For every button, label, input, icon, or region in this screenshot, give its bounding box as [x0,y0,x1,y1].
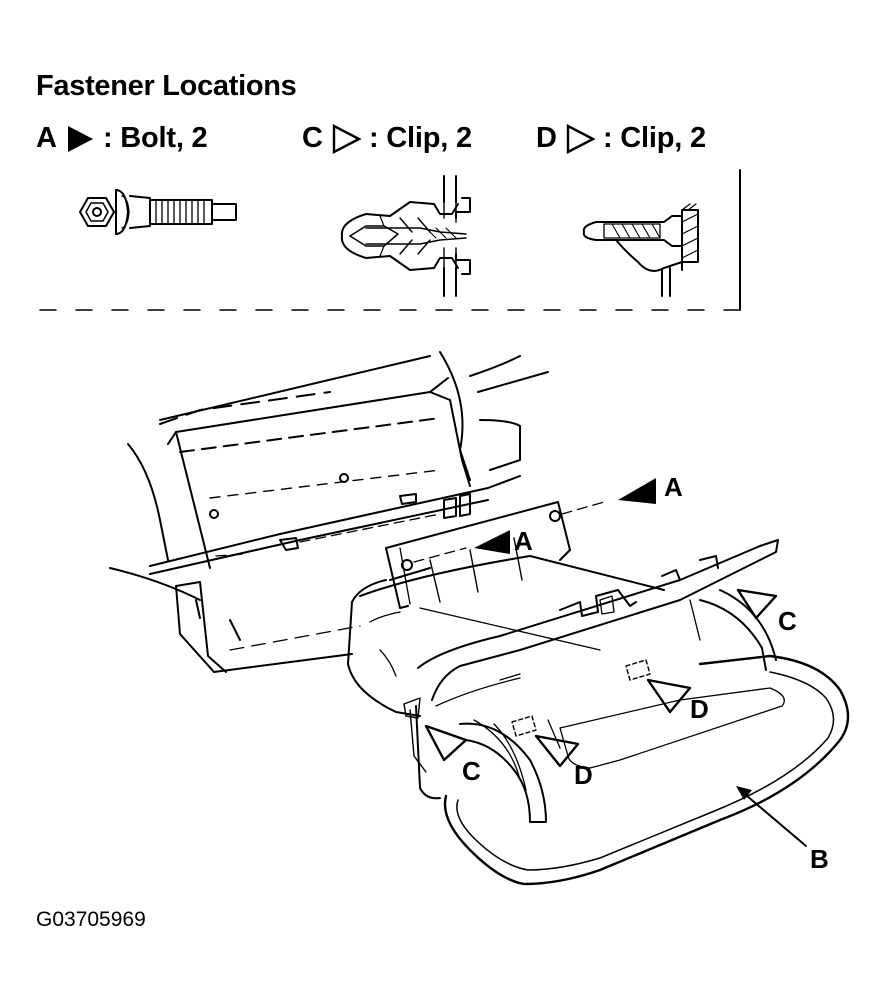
legend-text: : Clip, 2 [602,122,706,154]
outline-triangle-icon [566,123,595,154]
callout-c-right: C [778,606,797,636]
legend-item-clip-d: D : Clip, 2 [536,122,706,155]
bolt-a-lower-marker [474,530,510,554]
clip-c-left-marker [424,724,468,762]
dashboard-assembly [109,351,850,886]
legend-letter: C [302,122,323,154]
callout-markers [424,478,778,768]
callout-a-upper: A [664,472,683,502]
legend-text: : Clip, 2 [368,122,472,154]
callout-c-left: C [462,756,481,786]
legend-item-clip-c: C : Clip, 2 [302,122,472,155]
clip-d-illustration [582,169,741,311]
filled-triangle-icon [67,125,93,152]
callout-d-right: D [690,694,709,724]
callout-a-lower: A [514,526,533,556]
glove-box-lid-outline [443,654,850,886]
clip-d-left-marker [534,734,580,768]
clip-c-right-marker [736,588,778,620]
legend-item-bolt-a: A : Bolt, 2 [36,122,208,155]
bolt-illustration [79,189,237,235]
legend-text: : Bolt, 2 [102,122,208,154]
clip-c-illustration [340,175,471,297]
outline-triangle-icon [332,123,361,154]
callout-d-left: D [574,760,593,790]
clip-d-right-marker [646,678,692,714]
figure-id: G03705969 [36,908,146,931]
legend-letter: D [536,122,557,154]
legend-letter: A [36,122,57,154]
bolt-a-upper-marker [618,478,656,504]
callout-b: B [810,844,829,874]
page-title: Fastener Locations [36,70,297,102]
